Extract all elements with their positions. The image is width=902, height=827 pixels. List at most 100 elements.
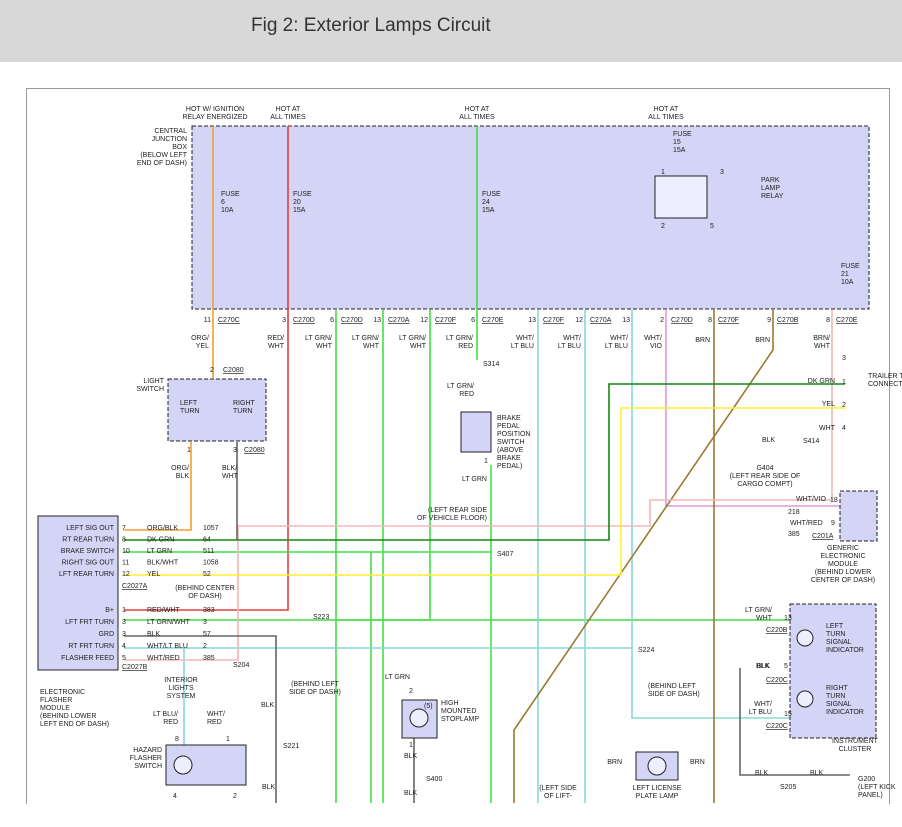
license-lamp-label: LEFT LICENSE: [633, 785, 682, 792]
connector-label: C270D: [671, 317, 693, 324]
wire-label: WHT: [410, 343, 427, 350]
connector-label: C201A: [812, 533, 834, 540]
circuit-number: 511: [203, 548, 214, 555]
circuit-number: 2: [203, 643, 207, 650]
wire-label: BRN: [695, 337, 710, 344]
wire-label: LT GRN/: [399, 335, 426, 342]
interior-lights-label: INTERIOR: [164, 677, 197, 684]
wire-label: BLK: [755, 770, 769, 777]
brake-switch-label: PEDAL): [497, 463, 522, 470]
source-label: HOT AT: [654, 106, 679, 113]
source-label: ALL TIMES: [648, 114, 684, 121]
brake-switch-label: POSITION: [497, 431, 530, 438]
wire-label: RED: [459, 391, 474, 398]
brake-switch-label: BRAKE: [497, 455, 521, 462]
wire-label: WHT/: [207, 711, 225, 718]
pin-number: 12: [122, 571, 130, 578]
pin-number: 8: [708, 317, 712, 324]
gem-label: GENERIC: [827, 545, 859, 552]
relay-pin: 2: [661, 223, 665, 230]
cjb-label: BOX: [172, 144, 187, 151]
cjb-label: CENTRAL: [154, 128, 187, 135]
wire-label: BLK/WHT: [147, 560, 179, 567]
wire-label: RED/WHT: [147, 607, 180, 614]
light-switch-right: RIGHT: [233, 400, 256, 407]
pin-number: 2: [233, 793, 237, 800]
pin-number: 13: [528, 317, 536, 324]
hazard-lamp-icon: [173, 755, 193, 775]
wire-label: WHT: [316, 343, 333, 350]
light-switch-box: [167, 378, 267, 442]
pin-number: 4: [122, 643, 126, 650]
brake-switch-label: PEDAL: [497, 423, 520, 430]
gem-label: MODULE: [828, 561, 858, 568]
gem-label: (BEHIND LOWER: [815, 569, 871, 576]
relay-label: RELAY: [761, 193, 784, 200]
wire-label: DK GRN: [808, 378, 835, 385]
wire-label: LT BLU: [605, 343, 628, 350]
connector-label: C270F: [718, 317, 739, 324]
location-label: (BEHIND CENTER: [175, 585, 235, 592]
instrument-cluster-box: [789, 603, 877, 739]
park-lamp-relay-box: [654, 175, 708, 219]
wire-label: BRN: [755, 337, 770, 344]
pin-number: 1: [187, 447, 191, 454]
wire-label: WHT/RED: [790, 520, 823, 527]
wire-label: LT GRN/: [305, 335, 332, 342]
diagram-frame: [26, 88, 890, 804]
wire-label: LT BLU/: [153, 711, 178, 718]
cjb-label: JUNCTION: [152, 136, 187, 143]
interior-lights-label: SYSTEM: [167, 693, 196, 700]
source-label: ALL TIMES: [270, 114, 306, 121]
wire-label: WHT/: [610, 335, 628, 342]
cluster-left-indicator-label: SIGNAL: [826, 639, 852, 646]
pin-number: 10: [122, 548, 130, 555]
pin-number: 18: [830, 497, 838, 504]
connector-label: C2027A: [122, 583, 148, 590]
circuit-number: 64: [203, 537, 211, 544]
wire-label: ORG/: [171, 465, 189, 472]
location-label: OF VEHICLE FLOOR): [417, 515, 487, 522]
light-switch-connector: C2080: [223, 367, 244, 374]
connector-label: C270B: [777, 317, 799, 324]
ground-label: PANEL): [858, 792, 883, 799]
brake-switch-label: SWITCH: [497, 439, 525, 446]
splice-label: S224: [638, 647, 654, 654]
fuse-label: FUSE: [293, 191, 312, 198]
stoplamp-label: STOPLAMP: [441, 716, 479, 723]
pin-number: 3: [122, 619, 126, 626]
wire-label: WHT: [814, 343, 831, 350]
fuse-label: 24: [482, 199, 490, 206]
cjb-label: (BELOW LEFT: [140, 152, 187, 159]
cjb-label: END OF DASH): [137, 160, 187, 167]
source-label: HOT AT: [276, 106, 301, 113]
pin-number: 8: [122, 537, 126, 544]
stoplamp-label: MOUNTED: [441, 708, 476, 715]
fuse-label: 15: [673, 139, 681, 146]
connector-label: C270C: [218, 317, 240, 324]
wire-label: BLK: [810, 770, 824, 777]
ground-label: CARGO COMPT): [737, 481, 792, 488]
fuse-label: FUSE: [221, 191, 240, 198]
wire-label: DK GRN: [147, 537, 174, 544]
wire-label: WHT: [222, 473, 239, 480]
location-label: SIDE OF DASH): [648, 691, 700, 698]
light-switch-left: LEFT: [180, 400, 198, 407]
fuse-label: 10A: [221, 207, 234, 214]
efm-label: (BEHIND LOWER: [40, 713, 96, 720]
splice-label: S414: [803, 438, 819, 445]
wire-label: LT BLU: [749, 709, 772, 716]
fuse-label: FUSE: [673, 131, 692, 138]
wire-label: BRN: [607, 759, 622, 766]
pin-number: 3: [122, 631, 126, 638]
wire-label: BLK: [762, 437, 776, 444]
hazard-switch-label: FLASHER: [130, 755, 162, 762]
relay-label: LAMP: [761, 185, 780, 192]
pin-number: 3: [233, 447, 237, 454]
ground-label: (LEFT REAR SIDE OF: [730, 473, 801, 480]
wire-label: BLK/: [222, 465, 237, 472]
pin-number: 12: [420, 317, 428, 324]
connector-label: C220C: [766, 723, 788, 730]
pin-number: 2: [210, 367, 214, 374]
connector-label: C270E: [482, 317, 504, 324]
